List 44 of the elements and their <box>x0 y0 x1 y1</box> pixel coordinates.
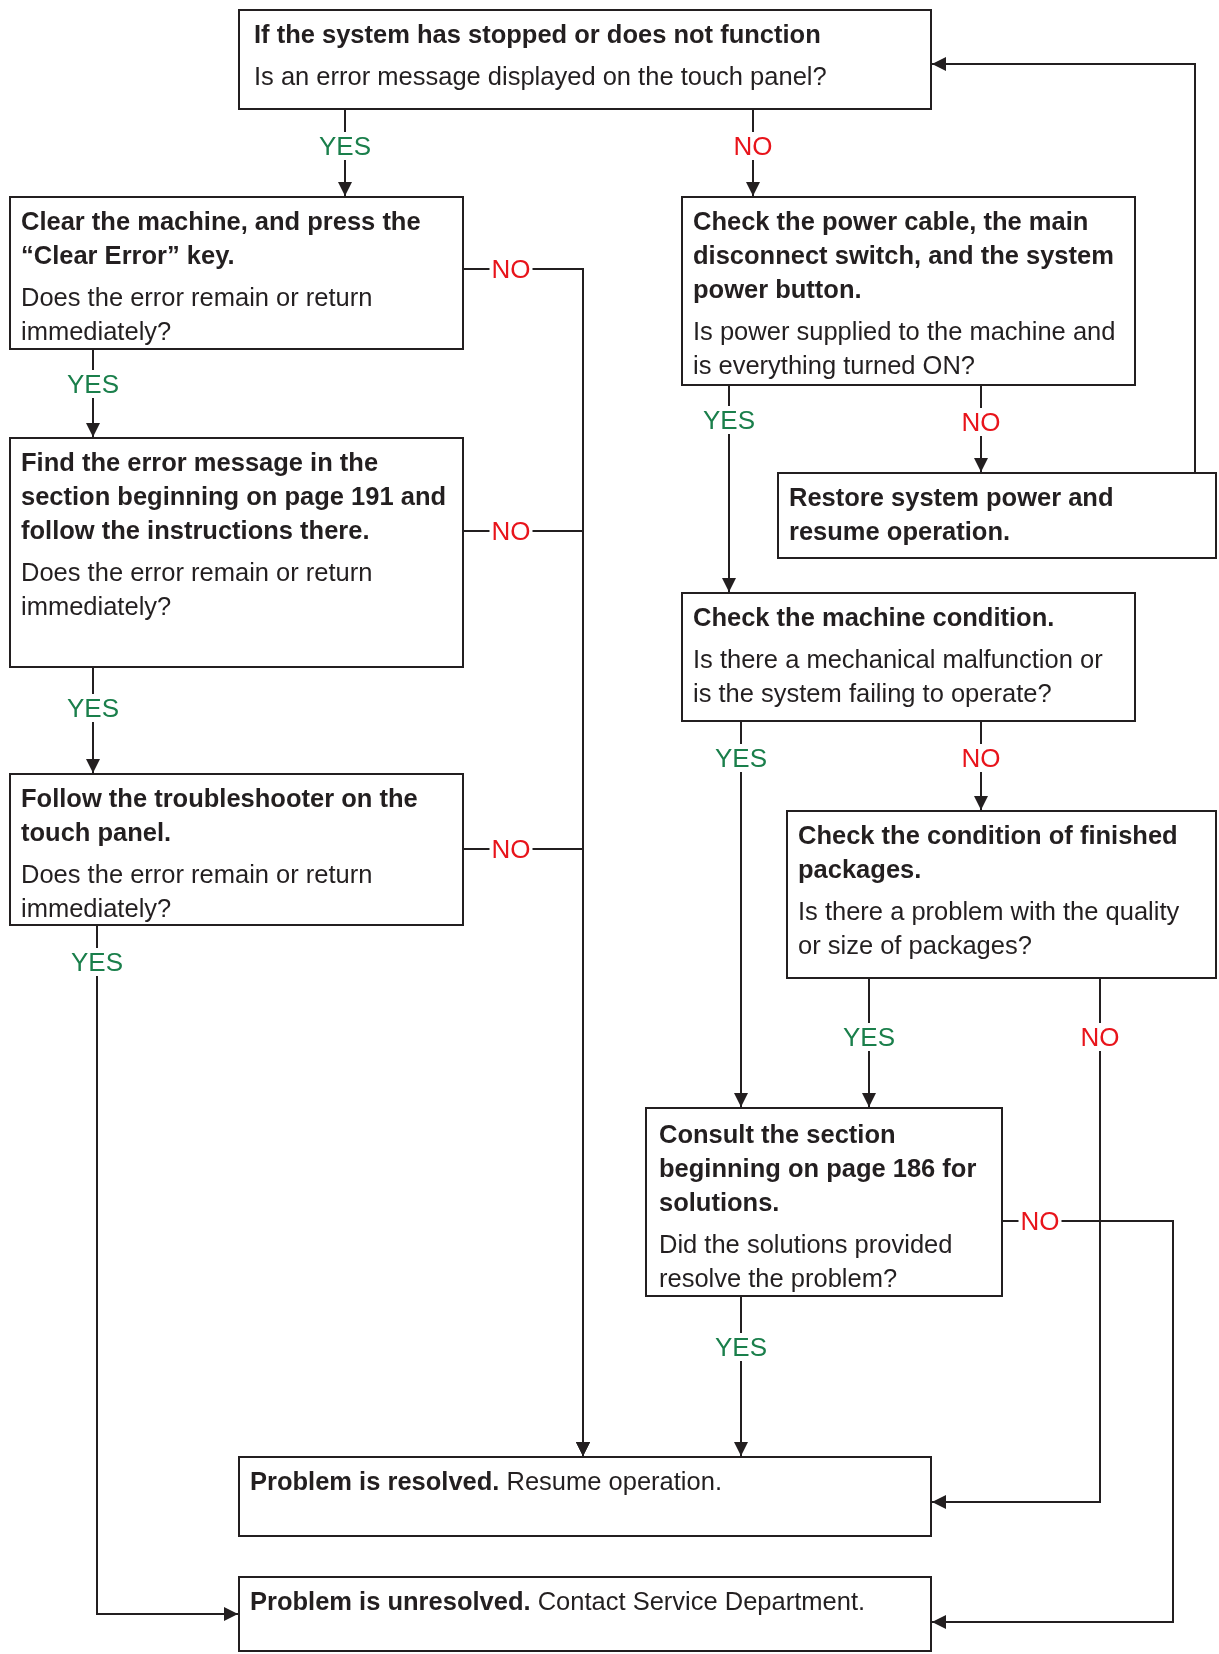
process-box <box>238 9 932 110</box>
step-text: Problem is resolved. Resume operation. <box>250 1466 723 1497</box>
process-box <box>9 773 464 926</box>
process-box <box>238 1456 932 1537</box>
edge-label: YES <box>713 744 769 772</box>
step-heading: Follow the troubleshooter on the touch panel. <box>21 783 419 848</box>
edge-label: YES <box>841 1023 897 1051</box>
step-text: Is an error message displayed on the touch panel? <box>254 61 828 92</box>
connector-arrow <box>734 721 748 1108</box>
edge-label: YES <box>713 1333 769 1361</box>
process-box <box>9 196 464 350</box>
process-box <box>681 592 1136 722</box>
process-box <box>238 1576 932 1652</box>
process-box <box>9 437 464 668</box>
connector-arrow <box>463 848 590 1457</box>
step-text: Is there a problem with the quality or size of packages? <box>798 896 1181 961</box>
connector-arrow <box>96 925 239 1621</box>
step-heading: Clear the machine, and press the “Clear Error” key. <box>21 206 422 271</box>
step-heading: Check the machine condition. <box>693 602 1056 633</box>
process-box <box>681 196 1136 386</box>
step-text: Does the error remain or return immediately? <box>21 282 374 347</box>
step-text: Did the solutions provided resolve the problem? <box>659 1229 954 1294</box>
step-text: Does the error remain or return immediately? <box>21 859 374 924</box>
connector-arrow <box>931 57 1196 473</box>
edge-label: YES <box>65 370 121 398</box>
step-heading: Check the condition of finished packages. <box>798 820 1179 885</box>
process-box <box>786 810 1217 979</box>
step-heading: Find the error message in the section beginning on page 191 and follow the instructions there. <box>21 447 448 546</box>
edge-label: YES <box>701 406 757 434</box>
edge-label: YES <box>69 948 125 976</box>
step-text: Restore system power and resume operation. <box>789 482 1115 547</box>
edge-label: YES <box>317 132 373 160</box>
step-text: Is there a mechanical malfunction or is the system failing to operate? <box>693 644 1104 709</box>
connector-arrow <box>931 1220 1174 1629</box>
connector-arrow <box>931 978 1101 1509</box>
step-text: Is power supplied to the machine and is everything turned ON? <box>693 316 1117 381</box>
step-text: Problem is unresolved. Contact Service Department. <box>250 1586 867 1617</box>
step-heading: Check the power cable, the main disconnect switch, and the system power button. <box>693 206 1115 305</box>
step-heading: Consult the section beginning on page 186 for solutions. <box>659 1119 978 1218</box>
process-box <box>645 1107 1003 1297</box>
process-box <box>777 472 1217 559</box>
edge-label: YES <box>65 694 121 722</box>
step-text: Does the error remain or return immediately? <box>21 557 374 622</box>
step-heading: If the system has stopped or does not function <box>254 19 822 50</box>
